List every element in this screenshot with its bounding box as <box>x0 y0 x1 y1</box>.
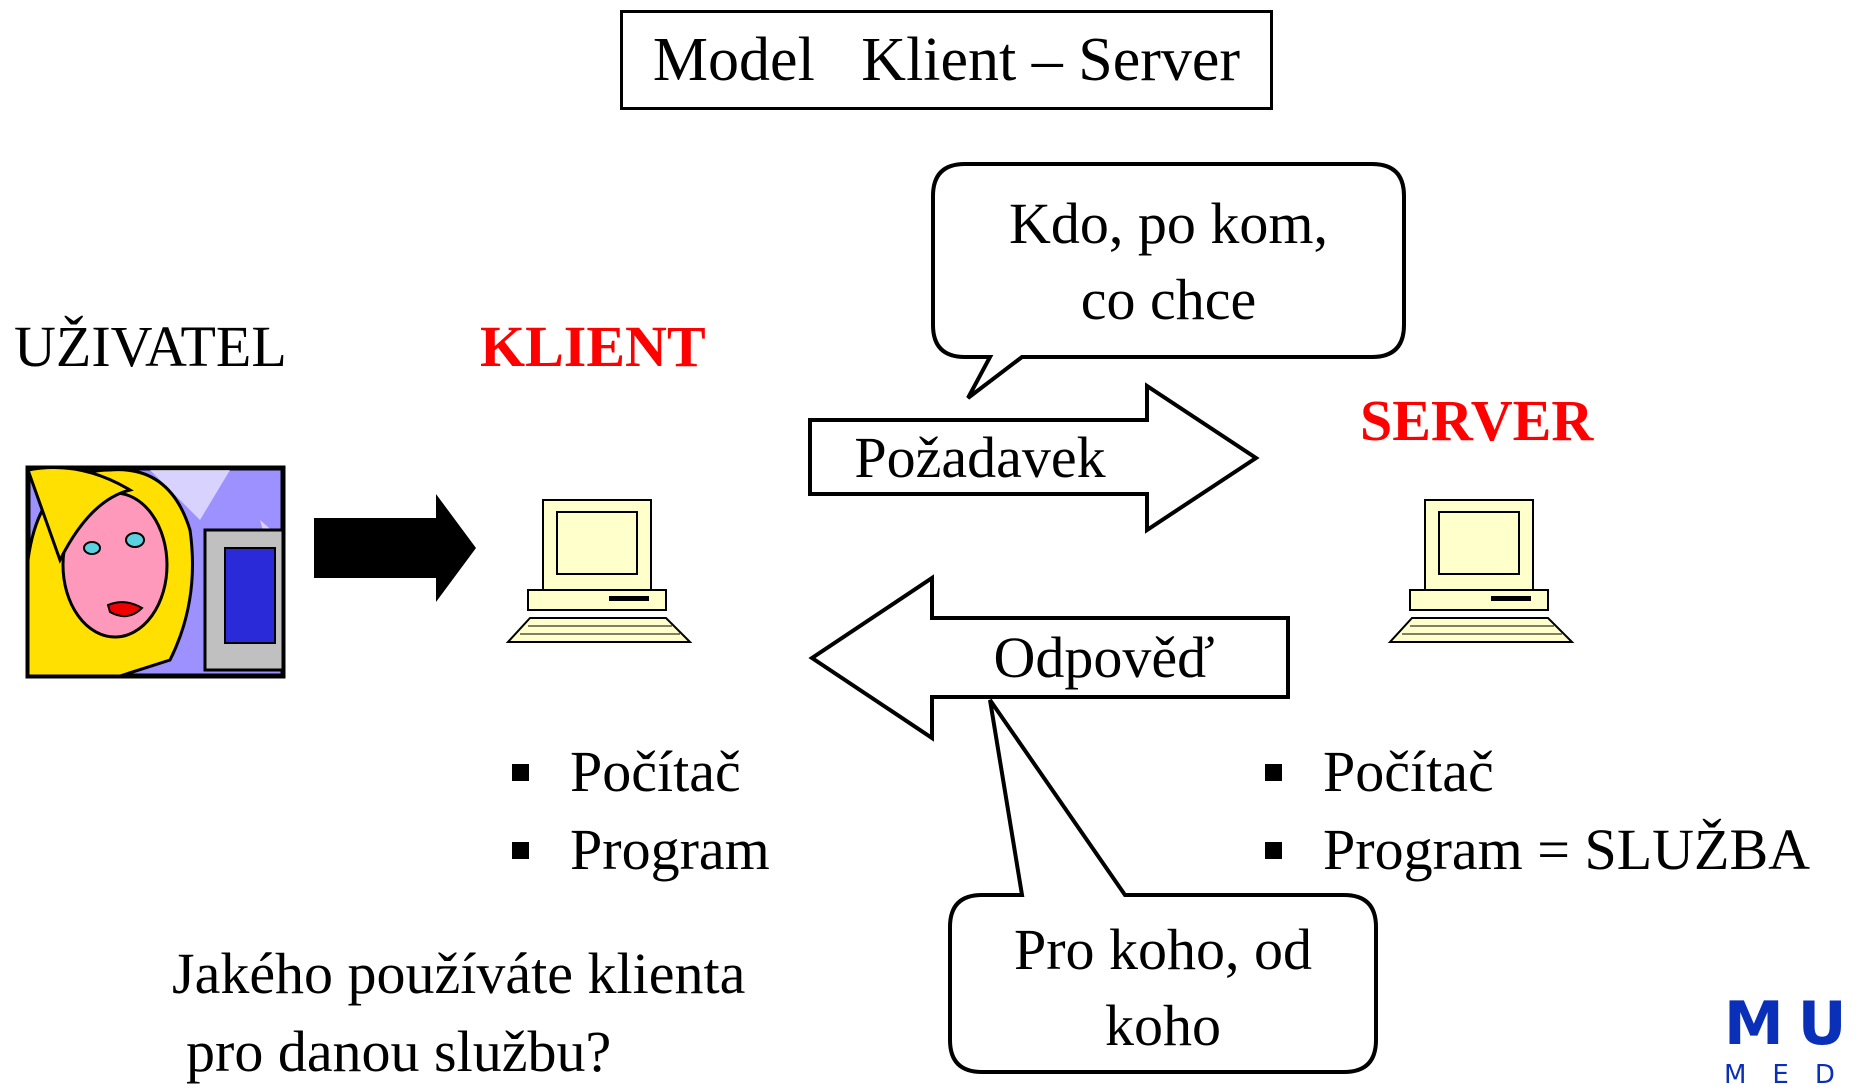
client-bullet-list: Počítač Program <box>512 733 770 889</box>
client-bullet-item: Program <box>512 811 770 889</box>
user-label: UŽIVATEL <box>14 314 287 379</box>
server-bullet-item: Program = SLUŽBA <box>1265 811 1810 889</box>
client-computer-icon <box>505 499 693 643</box>
client-bullet-item: Počítač <box>512 733 770 811</box>
diagram-title: Model Klient – Server <box>620 10 1273 110</box>
logo-line-2: MED <box>1724 1060 1861 1090</box>
server-bullet-list: Počítač Program = SLUŽBA <box>1265 733 1810 889</box>
response-arrow <box>808 574 1290 742</box>
question-line-1: Jakého používáte klienta <box>172 941 746 1006</box>
response-bubble-text: Pro koho, od koho <box>950 912 1376 1064</box>
logo-line-1: MUN <box>1724 989 1865 1059</box>
server-bullet-item: Počítač <box>1265 733 1810 811</box>
request-bubble-line-1: Kdo, po kom, <box>1009 191 1328 256</box>
university-logo: MUN MED <box>1724 994 1865 1088</box>
response-bubble-line-1: Pro koho, od <box>1013 917 1313 982</box>
response-arrow-label: Odpověď <box>993 625 1215 690</box>
question-text: Jakého používáte klienta pro danou služb… <box>172 935 745 1091</box>
request-arrow-label: Požadavek <box>854 425 1106 490</box>
server-label: SERVER <box>1360 388 1594 453</box>
question-line-2: pro danou službu? <box>186 1019 612 1084</box>
server-computer-icon <box>1387 499 1575 643</box>
request-arrow <box>808 382 1260 534</box>
request-bubble-line-2: co chce <box>1080 267 1257 332</box>
client-label: KLIENT <box>480 314 706 379</box>
user-to-client-arrow <box>314 494 476 602</box>
request-speech-bubble <box>931 162 1406 400</box>
user-avatar-image <box>25 465 286 679</box>
request-bubble-text: Kdo, po kom, co chce <box>933 186 1404 338</box>
response-speech-bubble <box>948 698 1378 1074</box>
response-bubble-line-2: koho <box>1105 993 1221 1058</box>
